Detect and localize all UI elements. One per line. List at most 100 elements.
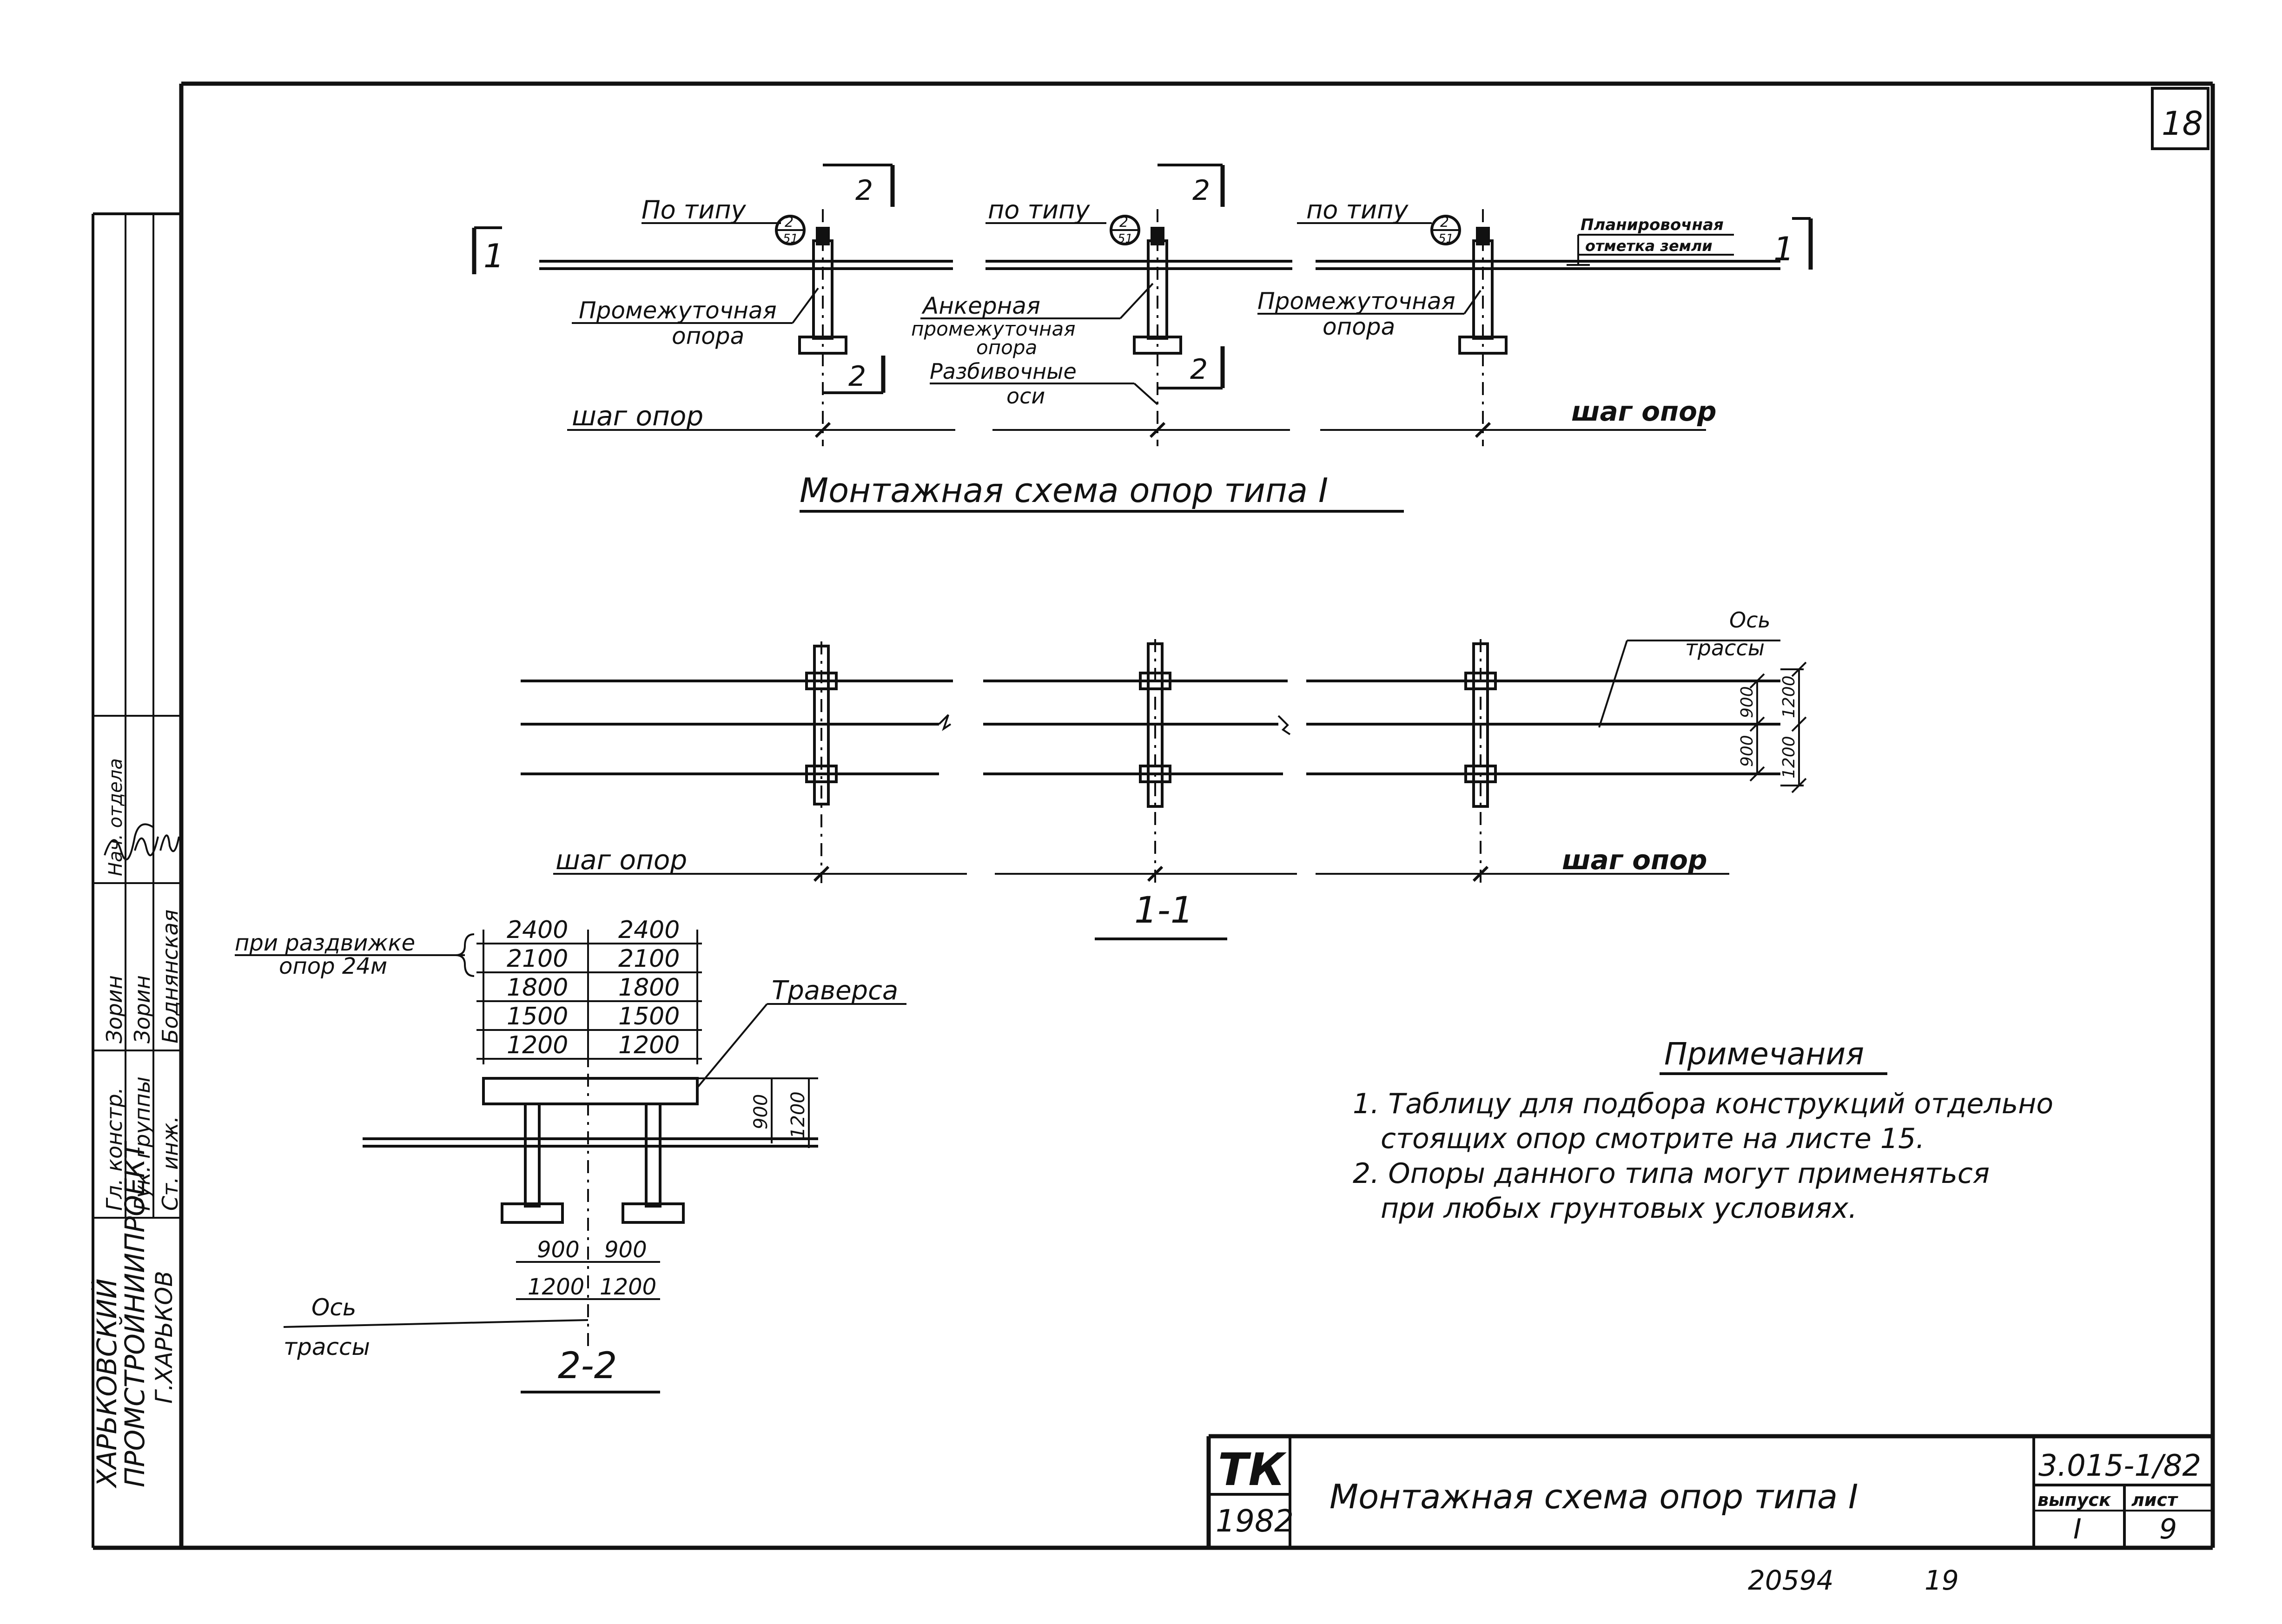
stamp-name-2: Зорин	[130, 975, 155, 1043]
left-stamp: Гл. констр. Рук. группы Ст. инж. Зорин З…	[91, 214, 183, 1489]
issue-value: I	[2073, 1513, 2082, 1545]
axis-22-1: Ось	[311, 1294, 356, 1321]
width-left-1500: 1500	[507, 1003, 568, 1030]
plan-view: 1 1 По типу	[472, 164, 1813, 446]
ground-level-2: отметка земли	[1585, 237, 1713, 255]
step-left-mid: шаг опор	[556, 844, 687, 876]
dim22-900l: 900	[537, 1237, 580, 1263]
notes: Примечания 1. Таблицу для подбора констр…	[1353, 1036, 2053, 1225]
note-line-2: стоящих опор смотрите на листе 15.	[1381, 1122, 1925, 1155]
section2-mark-bottom-2: 2	[1190, 353, 1208, 386]
section2-mark-bottom-1: 2	[848, 360, 866, 393]
logo-tk: ТК	[1218, 1444, 1287, 1496]
org-line-3: Г.ХАРЬКОВ	[151, 1271, 178, 1404]
post-1	[805, 641, 838, 883]
width-left-2100: 2100	[507, 945, 568, 973]
stamp-name-1: Зорин	[102, 975, 127, 1043]
width-right-1800: 1800	[618, 974, 680, 1002]
dim22-900r: 900	[604, 1237, 647, 1263]
section2-mark-top-1: 2	[855, 174, 873, 207]
support-ref-3: по типу	[1306, 195, 1409, 224]
intermediate-r2: опора	[1323, 313, 1395, 340]
sheet-frame	[92, 81, 2215, 1550]
section1-mark-left: 1	[483, 237, 504, 275]
section-22-label: 2-2	[558, 1345, 617, 1387]
width-right-1500: 1500	[618, 1003, 680, 1030]
ref1-top: 2	[785, 214, 794, 231]
support-2	[1133, 209, 1182, 446]
width-left-1200: 1200	[507, 1031, 568, 1059]
axes-1: Разбивочные	[930, 359, 1077, 384]
ref2-top: 2	[1119, 214, 1128, 231]
anchor-3: опора	[976, 336, 1037, 359]
width-left-1800: 1800	[507, 974, 568, 1002]
stamp-role-1: Гл. констр.	[102, 1087, 127, 1211]
axis-22-2: трассы	[284, 1334, 370, 1360]
support-3	[1458, 209, 1508, 446]
dim11-1200b: 1200	[1779, 736, 1799, 779]
anchor-2: промежуточная	[911, 317, 1075, 340]
ref1-bottom: 51	[783, 232, 798, 246]
ref3-bottom: 51	[1438, 232, 1454, 246]
title-code: 3.015-1/82	[2038, 1449, 2201, 1483]
post-2	[1139, 639, 1171, 883]
axis-11-1: Ось	[1729, 607, 1771, 633]
dim11-1200a: 1200	[1779, 675, 1799, 718]
dim22-1200v: 1200	[787, 1091, 809, 1139]
notes-title: Примечания	[1664, 1036, 1864, 1072]
width-right-1200: 1200	[618, 1031, 680, 1059]
note-line-4: при любых грунтовых условиях.	[1381, 1192, 1857, 1225]
sheet-label: лист	[2131, 1490, 2178, 1510]
sheet-number: 18	[2162, 105, 2203, 143]
support-1	[798, 209, 847, 446]
signature-3	[159, 834, 180, 852]
width-table: 2400 2100 1800 1500 1200 2400 2100 1800 …	[476, 916, 702, 1064]
title-block: ТК 1982 Монтажная схема опор типа I 3.01…	[1206, 1434, 2213, 1548]
support-ref-1: По типу	[642, 195, 747, 224]
sheet-number-box: 18	[2151, 87, 2209, 150]
org-line-2: ПРОМСТРОЙНИИПРОЕКТ	[119, 1140, 151, 1487]
traverse-label: Траверса	[772, 976, 898, 1006]
step-right-top: шаг опор	[1571, 396, 1717, 427]
sheet-value: 9	[2159, 1513, 2177, 1545]
axis-11-2: трассы	[1685, 635, 1765, 660]
intermediate-2: опора	[672, 323, 744, 350]
title-year: 1982	[1216, 1503, 1294, 1539]
issue-label: выпуск	[2037, 1490, 2111, 1510]
page-number: 19	[1925, 1565, 1959, 1596]
width-right-2100: 2100	[618, 945, 680, 973]
intermediate-1: Промежуточная	[579, 297, 777, 324]
main-title: Монтажная схема опор типа I	[800, 471, 1328, 510]
org-line-1: ХАРЬКОВСКИЙ	[91, 1279, 123, 1489]
inventory-number: 20594	[1748, 1565, 1834, 1596]
axes-2: оси	[1006, 383, 1045, 409]
dim22-900v: 900	[750, 1094, 772, 1129]
dim11-900b: 900	[1738, 735, 1757, 767]
section-2-2: при раздвижке опор 24м 2400 2100 1800 15…	[235, 916, 906, 1393]
stamp-role-2: Рук. группы	[130, 1076, 155, 1211]
stamp-role-3: Ст. инж.	[158, 1116, 183, 1211]
dim11-900a: 900	[1738, 686, 1757, 718]
support-ref-2: по типу	[988, 195, 1090, 224]
title-block-title: Монтажная схема опор типа I	[1330, 1477, 1858, 1516]
section-11-label: 1-1	[1134, 890, 1193, 931]
post-3	[1464, 639, 1497, 883]
ref2-bottom: 51	[1118, 232, 1133, 246]
section2-mark-top-2: 2	[1192, 174, 1210, 207]
anchor-1: Анкерная	[921, 292, 1040, 319]
stamp-name-3: Боднянская	[158, 910, 183, 1043]
step-right-mid: шаг опор	[1562, 844, 1707, 876]
spread-note-1: при раздвижке	[235, 930, 415, 956]
width-right-2400: 2400	[618, 916, 680, 944]
signature-2	[134, 836, 159, 857]
note-line-3: 2. Опоры данного типа могут применяться	[1353, 1157, 1990, 1190]
ground-level-1: Планировочная	[1581, 216, 1724, 234]
signature-1	[104, 823, 154, 861]
step-left-top: шаг опор	[572, 400, 703, 432]
dim22-1200l: 1200	[528, 1274, 584, 1300]
ref3-top: 2	[1440, 214, 1449, 231]
width-left-2400: 2400	[507, 916, 568, 944]
spread-note-2: опор 24м	[279, 953, 387, 979]
note-line-1: 1. Таблицу для подбора конструкций отдел…	[1353, 1088, 2053, 1120]
